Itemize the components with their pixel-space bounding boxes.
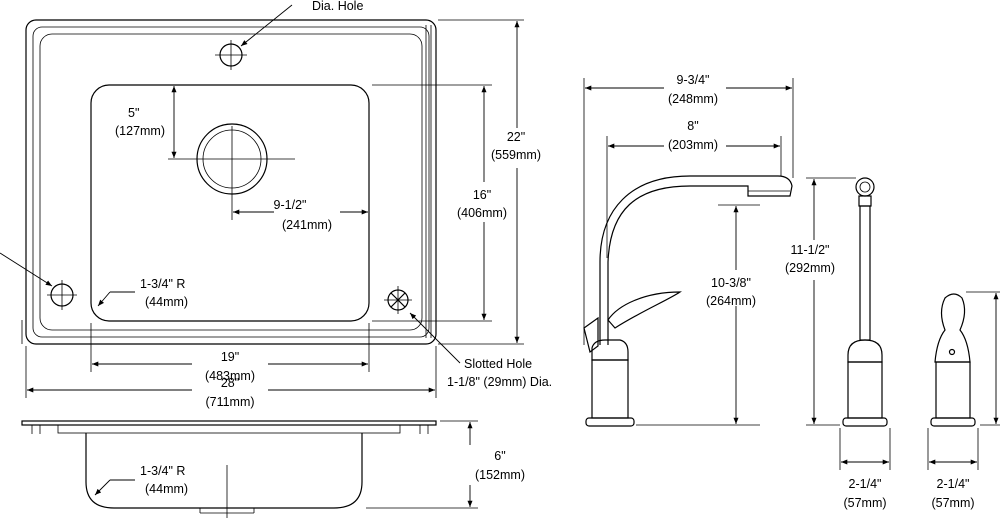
bowl-length-mm: (406mm): [457, 206, 507, 220]
dimension-labels: Dia. Hole 5" (127mm) 9-1/2" (241mm) 16" …: [115, 0, 975, 510]
faucet-lever: [607, 291, 682, 329]
bowl-width-in: 19": [221, 350, 239, 364]
reach-overall-mm: (248mm): [668, 92, 718, 106]
bowl-length-in: 16": [473, 188, 491, 202]
sprayer-head: [855, 177, 875, 197]
sprayer-stem: [859, 205, 871, 341]
overall-width-in: 28": [221, 376, 239, 390]
sprayer-base-in: 2-1/4": [849, 477, 882, 491]
faucet-spout: [599, 175, 793, 345]
sink-side-bowl: [85, 433, 363, 509]
reach-overall-in: 9-3/4": [677, 73, 710, 87]
faucet-body: [591, 339, 629, 361]
drain-to-side-mm: (241mm): [282, 218, 332, 232]
sink-side-view: [21, 420, 478, 518]
depth-in: 6": [494, 449, 505, 463]
slotted-hole-callout: Slotted Hole: [464, 357, 532, 371]
sprayer-base-mm: (57mm): [843, 496, 886, 510]
handle-knob: [934, 293, 971, 363]
dia-hole-callout: Dia. Hole: [312, 0, 363, 13]
handle-side-view: [927, 291, 1000, 470]
sink-deck-edge: [39, 33, 423, 331]
sink-bowl: [90, 84, 370, 322]
reach-spout-mm: (203mm): [668, 138, 718, 152]
overall-length-mm: (559mm): [491, 148, 541, 162]
drain-to-side-in: 9-1/2": [274, 198, 307, 212]
sink-inner-rim: [32, 26, 430, 338]
side-corner-radius-in: 1-3/4" R: [140, 464, 185, 478]
slotted-hole-dia: 1-1/8" (29mm) Dia.: [447, 375, 552, 389]
spout-height-in: 10-3/8": [711, 276, 751, 290]
depth-mm: (152mm): [475, 468, 525, 482]
sprayer-height-mm: (292mm): [785, 261, 835, 275]
left-hole-icon: [47, 280, 77, 310]
overall-width-mm: (711mm): [205, 395, 254, 409]
overall-length-in: 22": [507, 130, 525, 144]
drain-icon: [196, 123, 295, 195]
sprayer-height-in: 11-1/2": [791, 243, 830, 257]
corner-radius-in: 1-3/4" R: [140, 277, 185, 291]
sprayer-side-view: [806, 177, 891, 470]
spout-height-mm: (264mm): [706, 294, 756, 308]
bowl-width-mm: (483mm): [205, 369, 255, 383]
handle-base-mm: (57mm): [931, 496, 974, 510]
corner-radius-mm: (44mm): [145, 295, 188, 309]
drain-offset-mm: (127mm): [115, 124, 165, 138]
sink-outer-rim: [25, 19, 437, 345]
slotted-hole-icon: [384, 286, 412, 314]
faucet-hole-icon: [215, 40, 247, 70]
drain-offset-in: 5": [128, 106, 139, 120]
handle-base-in: 2-1/4": [937, 477, 970, 491]
sink-top-view: [0, 4, 524, 398]
side-corner-radius-mm: (44mm): [145, 482, 188, 496]
reach-spout-in: 8": [687, 119, 698, 133]
